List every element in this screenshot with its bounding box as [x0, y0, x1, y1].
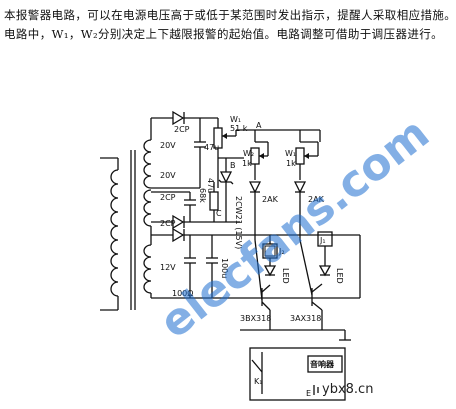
upper-supply: 2CP 20V 47u — [150, 110, 219, 189]
output-stage: J₂ LED J₁ LED 3BX318 3AX318 — [240, 231, 361, 341]
w2-label: W₂ — [243, 149, 254, 158]
switch-k1-label: K₁ — [254, 377, 262, 386]
voltage-label-12v: 12V — [160, 263, 176, 272]
node-c-label: C — [216, 209, 222, 218]
diode-label-2ak-b: 2AK — [308, 195, 325, 204]
diode-label-2ak-a: 2AK — [262, 195, 279, 204]
transformer — [100, 139, 152, 311]
watermark: elecfans.com — [150, 108, 438, 349]
capacitor-label-47u: 47u — [204, 143, 219, 152]
node-a-label: A — [256, 121, 262, 130]
transistor-label-2: 3AX318 — [290, 314, 321, 323]
buzzer-label: 音响器 — [310, 359, 335, 369]
w3-value-label: 1k — [286, 159, 296, 168]
threshold-branches: W₂ 1k W₁ 1k 2AK 2AK — [242, 130, 325, 240]
w2-value-label: 1k — [242, 159, 252, 168]
description-line-1: 本报警器电路，可以在电源电压高于或低于某范围时发出指示，提醒人采取相应措施。 — [4, 8, 456, 22]
w1-value-label: 51 k — [230, 124, 248, 133]
led-label-a: LED — [281, 268, 290, 284]
resistor-label-100: 100Ω — [172, 289, 193, 298]
relay-j2-label: J₂ — [278, 247, 285, 256]
resistor-label-68k: 68k — [198, 188, 207, 203]
site-mark: ybx8.cn — [322, 382, 373, 397]
potentiometer-w1: W₁ 51 k A B — [213, 115, 320, 188]
diode-label-low: 2CP — [160, 219, 176, 228]
w1-label: W₁ — [230, 115, 241, 124]
battery-e-label: E — [306, 389, 311, 398]
node-b-label: B — [230, 161, 236, 170]
lower-supply: 2CP 12V 100u 100Ω — [150, 219, 360, 299]
voltage-label-20v-a: 20V — [160, 141, 176, 150]
relay-j1-label: J₁ — [319, 236, 326, 245]
capacitor-label-47u-b: 47u — [206, 178, 215, 193]
w3-label: W₁ — [285, 149, 296, 158]
capacitor-label-100u: 100u — [220, 258, 229, 278]
description-text: 本报警器电路，可以在电源电压高于或低于某范围时发出指示，提醒人采取相应措施。 电… — [4, 6, 456, 44]
middle-supply: 2CW21 (15V) 20V 47u 2CP 68k C — [150, 158, 243, 249]
description-line-2: 电路中，W₁，W₂分别决定上下越限报警的起始值。电路调整可借助于调压器进行。 — [4, 27, 444, 41]
diode-label-mid: 2CP — [160, 193, 176, 202]
voltage-label-20v-b: 20V — [160, 171, 176, 180]
led-label-b: LED — [335, 268, 344, 284]
transistor-label-1: 3BX318 — [240, 314, 271, 323]
alarm-loop: K₁ 音响器 E — [249, 347, 346, 401]
diode-label-top: 2CP — [174, 125, 190, 134]
